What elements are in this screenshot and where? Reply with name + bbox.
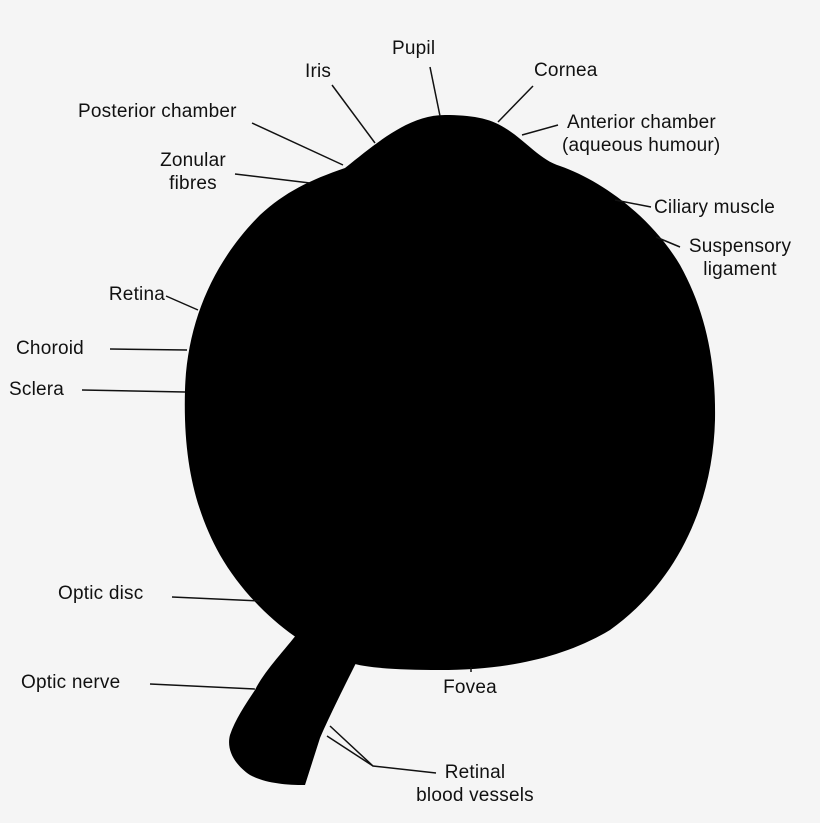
label-ligament: ligament [703,259,777,280]
label-cornea: Cornea [534,60,598,81]
label-choroid: Choroid [16,338,84,359]
label-optic-disc: Optic disc [58,583,144,604]
leader-posterior-chamber [251,122,344,166]
label-blood-vessels: blood vessels [416,785,534,806]
optic-nerve-shape [229,630,360,785]
eyeball-shape [184,115,716,670]
label-posterior-chamber: Posterior chamber [78,101,237,122]
leader-choroid [109,348,188,351]
leader-zonular-fibres [234,173,311,184]
leader-retinal-vessels-b [326,735,374,767]
leader-suspensory-ligament [655,236,681,248]
leader-pupil [429,66,441,117]
leader-retina [165,295,199,311]
leader-sclera [81,389,186,393]
leader-optic-disc [171,596,261,602]
label-retina: Retina [108,284,165,305]
label-retinal: Retinal [444,762,506,783]
leader-cornea [497,85,534,123]
leader-lines [81,66,681,774]
label-suspensory: Suspensory [688,236,792,257]
leader-iris [331,84,376,144]
label-anterior-chamber: Anterior chamber [567,112,716,133]
label-ciliary-muscle: Ciliary muscle [654,197,776,218]
label-optic-nerve: Optic nerve [21,672,121,693]
leader-anterior-chamber [521,124,559,136]
label-sclera: Sclera [9,379,65,400]
label-iris: Iris [305,61,332,82]
label-aqueous-humour: (aqueous humour) [562,135,721,156]
label-zonular: Zonular [160,150,226,171]
leader-optic-nerve [149,683,256,690]
label-fovea: Fovea [443,677,497,698]
label-fibres: fibres [169,173,217,194]
label-pupil: Pupil [392,38,436,59]
leader-ciliary-muscle [614,199,652,208]
